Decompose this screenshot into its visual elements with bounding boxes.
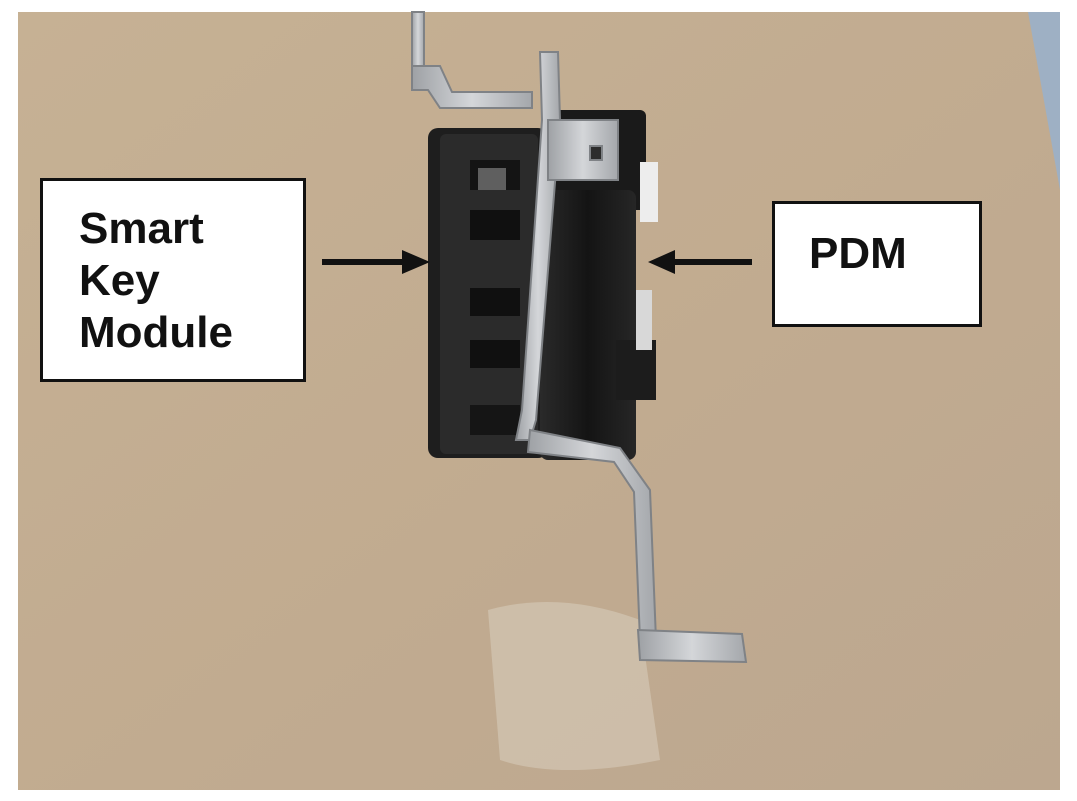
upper-bracket [411, 11, 533, 109]
pdm-label-text: PDM [809, 229, 907, 278]
arrow-to-pdm [648, 250, 752, 274]
smart-key-label-line-2: Key [79, 256, 160, 305]
smart-key-module-body [428, 128, 548, 458]
pdm-label: PDM [772, 201, 982, 327]
tape-mark [488, 602, 660, 770]
smart-key-label-line-1: Smart [79, 204, 204, 253]
table-edge [1028, 12, 1060, 190]
lower-bracket [514, 51, 748, 664]
smart-key-module-label: Smart Key Module [40, 178, 306, 382]
arrow-to-smart-key [322, 250, 430, 274]
smart-key-label-line-3: Module [79, 308, 233, 357]
